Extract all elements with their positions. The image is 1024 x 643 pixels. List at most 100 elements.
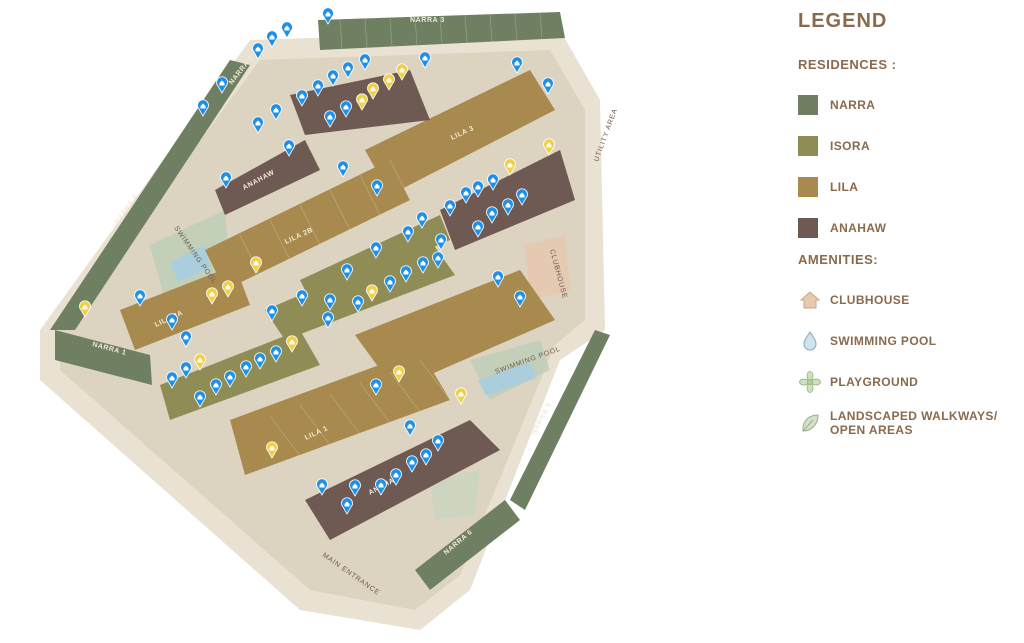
available-lot-marker-icon [404,419,416,437]
available-lot-marker-icon [420,448,432,466]
available-lot-marker-icon [337,160,349,178]
available-lot-marker-icon [390,468,402,486]
available-lot-marker-icon [324,110,336,128]
water-drop-icon [803,330,817,350]
available-lot-marker-icon [375,478,387,496]
available-lot-marker-icon [460,186,472,204]
reserved-lot-marker-icon [504,158,516,176]
available-lot-marker-icon [342,61,354,79]
flower-icon [799,370,821,393]
reserved-lot-marker-icon [222,280,234,298]
anahaw-swatch [798,217,818,238]
available-lot-marker-icon [542,77,554,95]
reserved-lot-marker-icon [286,335,298,353]
available-lot-marker-icon [472,180,484,198]
available-lot-marker-icon [492,270,504,288]
available-lot-marker-icon [166,313,178,331]
available-lot-marker-icon [224,370,236,388]
legend-item-playground: PLAYGROUND [798,361,1020,402]
available-lot-marker-icon [400,265,412,283]
available-lot-marker-icon [281,21,293,39]
reserved-lot-marker-icon [356,93,368,111]
reserved-lot-marker-icon [79,300,91,318]
legend-item-narra: NARRA [798,84,1020,125]
reserved-lot-marker-icon [393,365,405,383]
walkways-label: LANDSCAPED WALKWAYS/ OPEN AREAS [830,408,998,437]
available-lot-marker-icon [252,42,264,60]
available-lot-marker-icon [444,199,456,217]
site-map: NARRA 3 NARRA 2 NARRA 4 NARRA 1 NARRA 5 … [40,7,619,630]
lot-markers [79,7,555,515]
available-lot-marker-icon [180,330,192,348]
reserved-lot-marker-icon [543,138,555,156]
available-lot-marker-icon [416,211,428,229]
reserved-lot-marker-icon [266,441,278,459]
anahaw-label: ANAHAW [830,220,887,235]
available-lot-marker-icon [341,497,353,515]
available-lot-marker-icon [270,345,282,363]
narra-blocks [50,12,610,590]
available-lot-marker-icon [359,53,371,71]
reserved-lot-marker-icon [194,353,206,371]
clubhouse-label: CLUBHOUSE [830,292,910,307]
available-lot-marker-icon [432,251,444,269]
playground-label: PLAYGROUND [830,374,919,389]
available-lot-marker-icon [322,311,334,329]
legend-item-walkways: LANDSCAPED WALKWAYS/ OPEN AREAS [798,402,1020,443]
available-lot-marker-icon [283,139,295,157]
available-lot-marker-icon [516,188,528,206]
available-lot-marker-icon [180,361,192,379]
block-label-narra-3: NARRA 3 [410,17,445,24]
available-lot-marker-icon [322,7,334,25]
available-lot-marker-icon [240,360,252,378]
reserved-lot-marker-icon [206,287,218,305]
available-lot-marker-icon [371,179,383,197]
legend-item-lila: LILA [798,166,1020,207]
reserved-lot-marker-icon [455,387,467,405]
narra-swatch [798,94,818,115]
available-lot-marker-icon [340,100,352,118]
available-lot-marker-icon [370,378,382,396]
available-lot-marker-icon [435,233,447,251]
legend-panel: LEGEND RESIDENCES : NARRA ISORA LILA ANA… [798,10,1020,443]
isora-label: ISORA [830,138,871,153]
legend-title: LEGEND [798,10,888,32]
available-lot-marker-icon [432,434,444,452]
available-lot-marker-icon [197,99,209,117]
leaf-icon [802,413,819,432]
lot-dividers [239,12,543,457]
available-lot-marker-icon [210,378,222,396]
legend-item-anahaw: ANAHAW [798,207,1020,248]
available-lot-marker-icon [349,479,361,497]
available-lot-marker-icon [296,289,308,307]
available-lot-marker-icon [166,371,178,389]
legend-item-swimming-pool: SWIMMING POOL [798,320,1020,361]
available-lot-marker-icon [266,304,278,322]
available-lot-marker-icon [511,56,523,74]
available-lot-marker-icon [352,295,364,313]
available-lot-marker-icon [514,290,526,308]
available-lot-marker-icon [266,30,278,48]
available-lot-marker-icon [270,103,282,121]
available-lot-marker-icon [134,289,146,307]
lila-swatch [798,176,818,197]
reserved-lot-marker-icon [396,63,408,81]
available-lot-marker-icon [312,79,324,97]
reserved-lot-marker-icon [250,256,262,274]
lila-label: LILA [830,179,859,194]
available-lot-marker-icon [220,171,232,189]
available-lot-marker-icon [406,455,418,473]
isora-swatch [798,135,818,156]
reserved-lot-marker-icon [367,82,379,100]
available-lot-marker-icon [341,263,353,281]
available-lot-marker-icon [487,173,499,191]
residences-heading: RESIDENCES : [798,57,897,72]
available-lot-marker-icon [296,89,308,107]
available-lot-marker-icon [472,220,484,238]
available-lot-marker-icon [324,293,336,311]
available-lot-marker-icon [316,478,328,496]
reserved-lot-marker-icon [366,284,378,302]
available-lot-marker-icon [384,275,396,293]
available-lot-marker-icon [327,69,339,87]
available-lot-marker-icon [216,76,228,94]
